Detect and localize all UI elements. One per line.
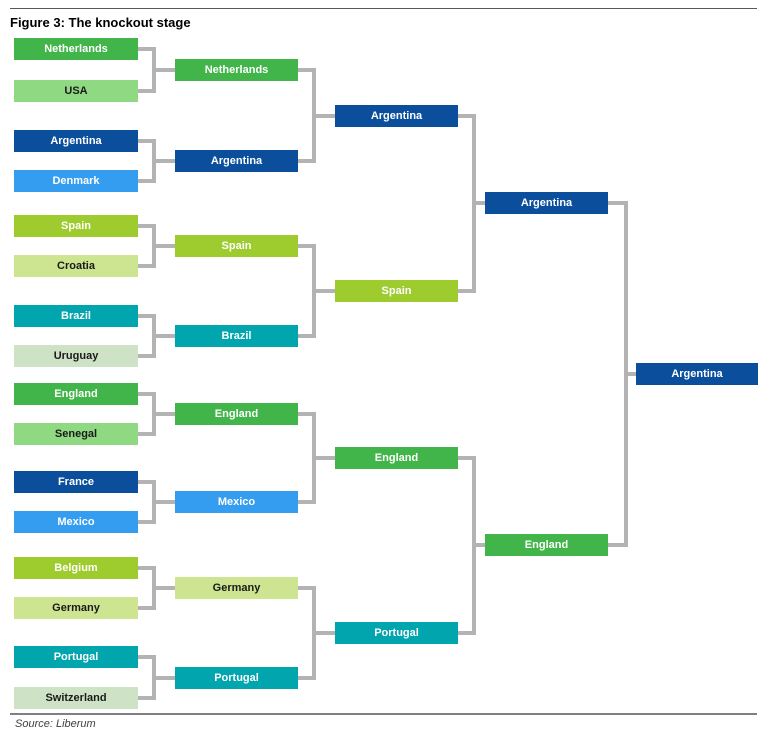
team-box-r16-brazil: Brazil <box>14 305 138 327</box>
bracket-connector <box>138 520 156 524</box>
team-box-sf-england: England <box>335 447 458 469</box>
bracket-connector <box>298 412 316 416</box>
team-box-r16-netherlands: Netherlands <box>14 38 138 60</box>
bracket-connector <box>312 630 335 635</box>
bottom-divider <box>10 713 757 715</box>
team-box-qf-germany: Germany <box>175 577 298 599</box>
bracket-connector <box>138 566 156 570</box>
team-box-qf-netherlands: Netherlands <box>175 59 298 81</box>
team-box-sf-argentina: Argentina <box>335 104 458 127</box>
bracket-connector <box>138 224 156 228</box>
team-box-r16-france: France <box>14 471 138 493</box>
team-box-qf-england: England <box>175 403 298 425</box>
bracket-connector <box>138 432 156 436</box>
bracket-connector <box>138 139 156 143</box>
bracket-connector <box>608 201 628 206</box>
bracket-connector <box>152 244 175 248</box>
bracket-connector <box>472 543 485 548</box>
team-box-r16-usa: USA <box>14 80 138 102</box>
bracket-connector <box>472 201 485 206</box>
bracket-connector <box>298 586 316 590</box>
bracket-connector <box>458 289 476 293</box>
team-box-r16-croatia: Croatia <box>14 255 138 277</box>
bracket-connector <box>138 696 156 700</box>
team-box-final-england: England <box>485 534 608 557</box>
bracket-connector <box>138 47 156 51</box>
team-box-qf-portugal: Portugal <box>175 666 298 689</box>
bracket-connector <box>624 372 636 377</box>
bracket-connector <box>152 500 175 504</box>
team-box-qf-argentina: Argentina <box>175 150 298 172</box>
bracket-connector <box>312 113 335 118</box>
bracket-connector <box>152 68 175 72</box>
team-box-r16-argentina: Argentina <box>14 130 138 152</box>
bracket-connector <box>152 586 175 590</box>
bracket-connector <box>138 392 156 396</box>
bracket-connector <box>312 289 335 293</box>
bracket-connector <box>458 113 476 118</box>
bracket-connector <box>138 354 156 358</box>
team-box-r16-uruguay: Uruguay <box>14 345 138 367</box>
team-box-r16-spain: Spain <box>14 215 138 237</box>
top-divider <box>10 8 757 9</box>
bracket-connector <box>298 159 316 163</box>
bracket-connector <box>138 606 156 610</box>
team-box-r16-belgium: Belgium <box>14 557 138 579</box>
bracket-connector <box>152 675 175 680</box>
bracket-connector <box>312 456 335 460</box>
bracket-connector <box>608 543 628 548</box>
bracket-connector <box>458 630 476 635</box>
team-box-r16-senegal: Senegal <box>14 423 138 445</box>
team-box-qf-brazil: Brazil <box>175 325 298 347</box>
team-box-final-argentina: Argentina <box>485 192 608 215</box>
bracket-connector <box>138 89 156 93</box>
team-box-qf-spain: Spain <box>175 235 298 257</box>
bracket-connector <box>152 412 175 416</box>
bracket-connector <box>298 675 316 680</box>
bracket-connector <box>138 480 156 484</box>
team-box-r16-germany: Germany <box>14 597 138 619</box>
team-box-qf-mexico: Mexico <box>175 491 298 513</box>
bracket-connector <box>458 456 476 460</box>
team-box-r16-denmark: Denmark <box>14 170 138 192</box>
source-note: Source: Liberum <box>15 718 96 730</box>
team-box-r16-portugal: Portugal <box>14 646 138 668</box>
bracket-connector <box>298 244 316 248</box>
bracket-connector <box>138 179 156 183</box>
bracket-connector <box>152 334 175 338</box>
bracket-connector <box>298 334 316 338</box>
bracket-connector <box>138 314 156 318</box>
team-box-winner-argentina: Argentina <box>636 363 758 386</box>
bracket-connector <box>138 264 156 268</box>
bracket-connector <box>298 68 316 72</box>
team-box-sf-spain: Spain <box>335 280 458 302</box>
team-box-r16-switzerland: Switzerland <box>14 687 138 709</box>
team-box-sf-portugal: Portugal <box>335 621 458 644</box>
bracket-connector <box>152 159 175 163</box>
bracket-connector <box>138 655 156 659</box>
team-box-r16-mexico: Mexico <box>14 511 138 533</box>
bracket-connector <box>298 500 316 504</box>
figure-title: Figure 3: The knockout stage <box>10 15 191 30</box>
team-box-r16-england: England <box>14 383 138 405</box>
